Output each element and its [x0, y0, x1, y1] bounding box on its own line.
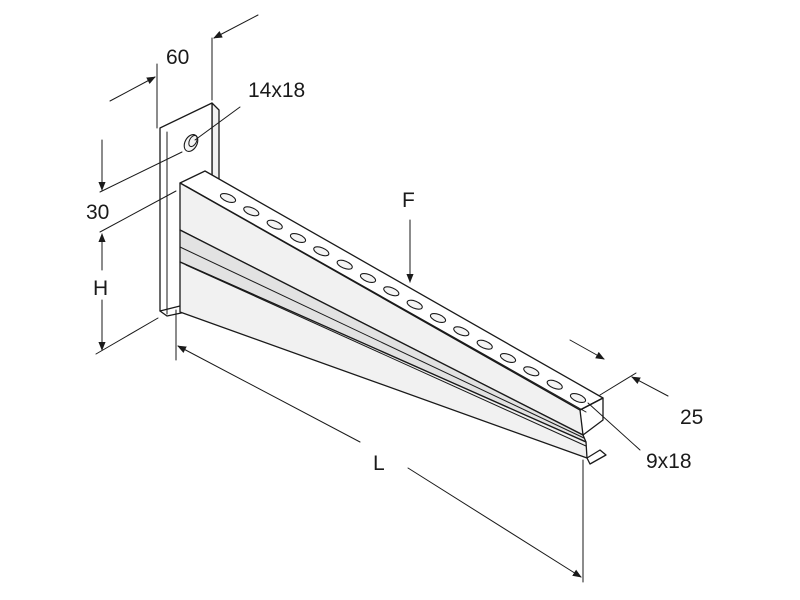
leader-slot: 9x18 — [587, 402, 692, 473]
flange-slot — [499, 352, 517, 364]
flange-slot — [546, 379, 563, 390]
dimension-height: H — [93, 235, 159, 355]
height-label: H — [93, 277, 108, 300]
leader-hole: 14x18 — [194, 79, 305, 141]
dimension-length: L — [175, 309, 584, 583]
flange-slot — [219, 192, 237, 204]
flange-slot — [569, 392, 587, 404]
offset-label: 30 — [86, 201, 109, 224]
flange-slot — [383, 286, 400, 297]
flange-slot — [359, 272, 377, 284]
flange-slot — [243, 206, 260, 217]
plate-hole — [183, 134, 199, 152]
length-label: L — [373, 452, 385, 475]
flange-slot — [336, 259, 353, 270]
flange-slot — [429, 312, 447, 324]
dimension-flange: 25 — [569, 339, 703, 429]
cantilever-arm — [179, 170, 607, 465]
flange-label: 25 — [680, 406, 703, 429]
width-label: 60 — [166, 46, 189, 69]
flange-slot — [266, 219, 283, 230]
flange-slot — [313, 246, 330, 257]
slot-row — [219, 192, 587, 404]
force-arrow: F — [402, 189, 415, 283]
force-label: F — [402, 189, 415, 212]
hole-label: 14x18 — [248, 79, 305, 102]
flange-slot — [476, 339, 493, 350]
flange-slot — [289, 232, 307, 244]
slot-label: 9x18 — [646, 450, 692, 473]
flange-slot — [453, 326, 470, 337]
dimension-width: 60 — [109, 14, 259, 129]
dimension-offset: 30 — [86, 139, 183, 251]
flange-slot — [406, 299, 423, 310]
flange-slot — [523, 366, 540, 377]
